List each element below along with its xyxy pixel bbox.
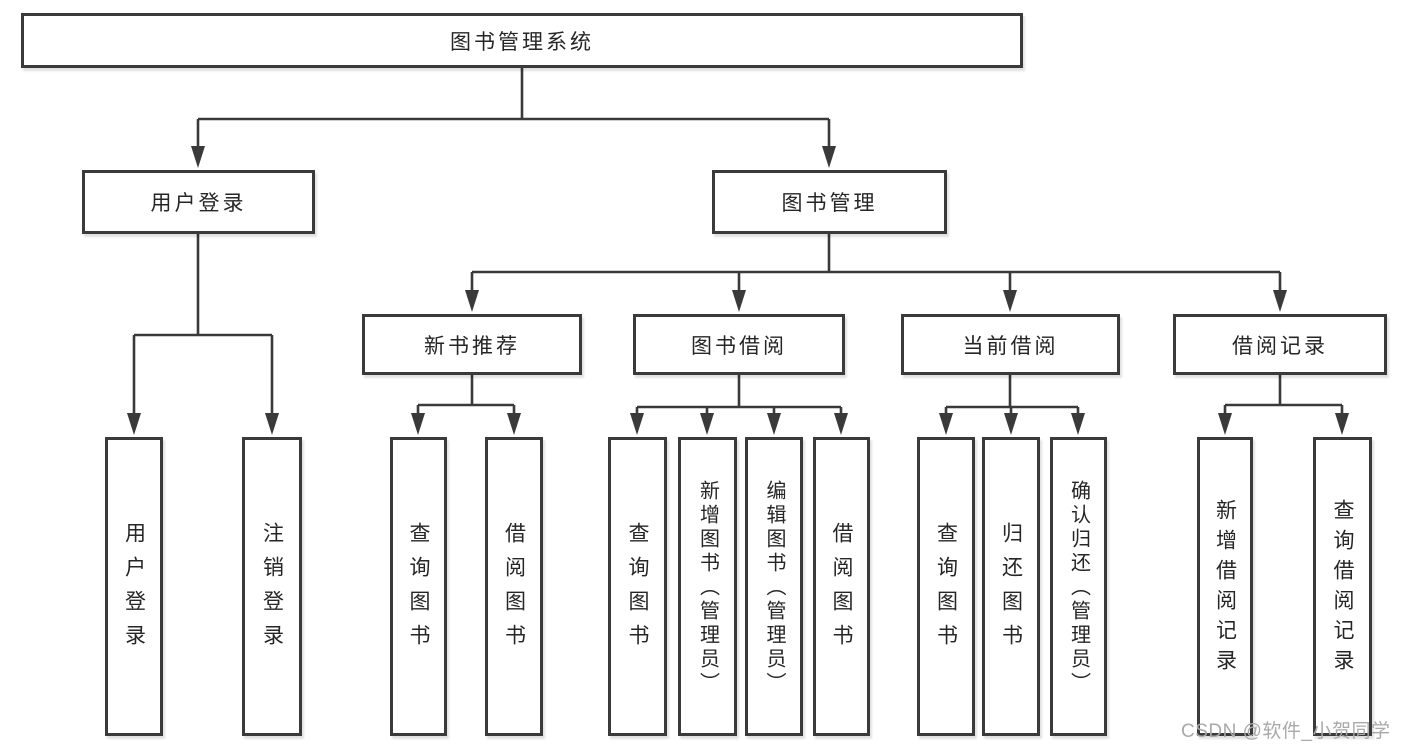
- csdn-watermark: CSDN @软件_小贺同学: [1181, 721, 1391, 742]
- leaf-search-books-recommend: 查询图书: [390, 437, 447, 736]
- leaf-search-books-current: 查询图书: [917, 437, 975, 736]
- node-label: 图书管理: [781, 192, 878, 215]
- node-label: 注销登录: [260, 522, 284, 658]
- leaf-user-login: 用户登录: [105, 437, 163, 736]
- leaf-edit-book-admin: 编辑图书（管理员）: [745, 437, 803, 736]
- leaf-borrow-books-recommend: 借阅图书: [485, 437, 543, 736]
- node-label: 查询借阅记录: [1331, 499, 1354, 679]
- node-label: 查询图书: [626, 522, 649, 658]
- node-book-borrowing: 图书借阅: [633, 314, 845, 375]
- node-label: 查询图书: [407, 522, 430, 658]
- node-user-login: 用户登录: [82, 170, 315, 234]
- node-new-book-recommendation: 新书推荐: [362, 314, 582, 375]
- node-book-management: 图书管理: [712, 170, 947, 234]
- node-label: 用户登录: [150, 192, 247, 215]
- node-label: 编辑图书（管理员）: [763, 479, 785, 696]
- leaf-logout: 注销登录: [242, 437, 302, 736]
- node-label: 借阅图书: [830, 522, 853, 658]
- node-library-management-system: 图书管理系统: [21, 13, 1023, 68]
- node-label: 当前借阅: [962, 334, 1059, 358]
- node-label: 新增借阅记录: [1213, 499, 1237, 679]
- node-label: 借阅记录: [1232, 334, 1328, 358]
- node-label: 新书推荐: [424, 334, 520, 358]
- node-label: 确认归还（管理员）: [1067, 479, 1090, 696]
- node-label: 借阅图书: [502, 522, 526, 658]
- node-label: 图书借阅: [691, 334, 787, 358]
- node-label: 归还图书: [999, 522, 1023, 658]
- node-current-borrowing: 当前借阅: [901, 314, 1120, 375]
- leaf-return-books: 归还图书: [982, 437, 1040, 736]
- leaf-add-borrow-record: 新增借阅记录: [1197, 437, 1253, 736]
- leaf-search-books-borrow: 查询图书: [608, 437, 667, 736]
- node-label: 用户登录: [122, 522, 146, 658]
- leaf-search-borrow-record: 查询借阅记录: [1313, 437, 1372, 736]
- leaf-borrow-books: 借阅图书: [813, 437, 870, 736]
- node-label: 查询图书: [934, 522, 958, 658]
- node-borrowing-records: 借阅记录: [1173, 314, 1387, 375]
- node-label: 新增图书（管理员）: [696, 479, 719, 696]
- leaf-add-book-admin: 新增图书（管理员）: [678, 437, 737, 736]
- leaf-confirm-return-admin: 确认归还（管理员）: [1050, 437, 1107, 736]
- node-label: 图书管理系统: [450, 30, 594, 54]
